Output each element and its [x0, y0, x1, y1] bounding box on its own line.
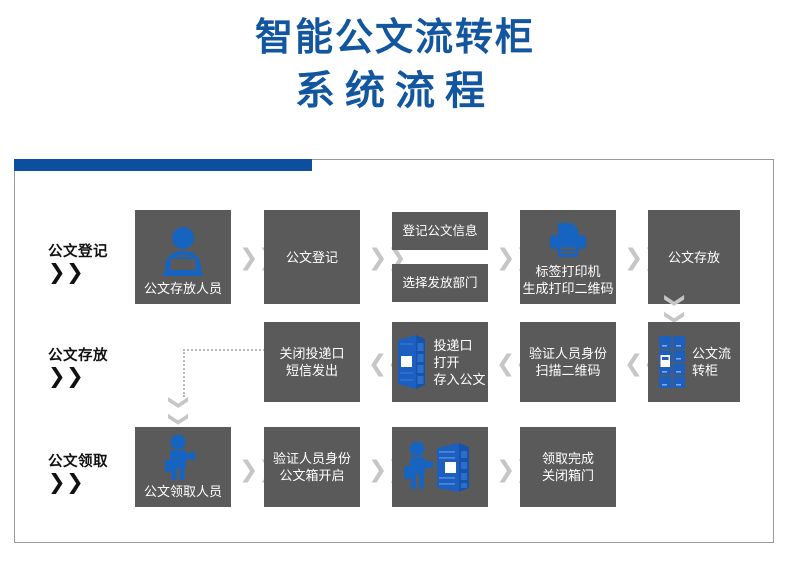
- node-register-doc[interactable]: 公文登记: [264, 210, 360, 304]
- accent-bar: [14, 159, 312, 171]
- person-laptop-icon: [156, 226, 210, 276]
- node-label-printer-caption: 标签打印机 生成打印二维码: [522, 264, 614, 296]
- person-document-icon: [158, 434, 208, 480]
- node-staff-pickup-caption: 公文领取人员: [143, 484, 222, 499]
- title-line-1: 智能公文流转柜: [254, 17, 535, 59]
- arrow-down-row1-to-row2: ❯❯: [664, 292, 686, 326]
- row-label-registration-chevron: ❯❯: [48, 261, 85, 284]
- node-select-dept[interactable]: 选择发放部门: [392, 264, 488, 302]
- node-verify-scan-qr-caption: 验证人员身份 扫描二维码: [528, 346, 607, 378]
- arrow-down-row2-to-row3: ❯❯: [168, 394, 190, 428]
- node-pickup-done-caption: 领取完成 关闭箱门: [541, 451, 594, 483]
- locker-door-icon: [394, 334, 428, 390]
- node-register-info-caption: 登记公文信息: [402, 223, 478, 238]
- row-label-registration-text: 公文登记: [48, 244, 108, 260]
- arrow-r1-2: ❯❯: [368, 244, 407, 270]
- row-label-registration: 公文登记 ❯❯: [48, 240, 108, 283]
- node-verify-open-box[interactable]: 验证人员身份 公文箱开启: [264, 427, 360, 507]
- node-doc-cabinet[interactable]: 公文流 转柜: [648, 322, 740, 402]
- node-doc-storage[interactable]: 公文存放: [648, 210, 740, 304]
- page-title: 智能公文流转柜 系统流程: [0, 14, 790, 116]
- row-label-storage-chevron: ❯❯: [48, 365, 85, 388]
- node-select-dept-caption: 选择发放部门: [402, 275, 478, 290]
- row-label-storage: 公文存放 ❯❯: [48, 344, 108, 387]
- node-slot-open-store[interactable]: 投递口 打开 存入公文: [392, 322, 488, 402]
- node-staff-pickup[interactable]: 公文领取人员: [135, 427, 231, 507]
- row-label-pickup-text: 公文领取: [48, 454, 108, 470]
- node-register-info[interactable]: 登记公文信息: [392, 212, 488, 250]
- node-doc-cabinet-caption: 公文流 转柜: [691, 346, 731, 378]
- row-label-pickup-chevron: ❯❯: [48, 471, 85, 494]
- printer-icon: [545, 220, 591, 260]
- row-label-storage-text: 公文存放: [48, 348, 108, 364]
- node-verify-scan-qr[interactable]: 验证人员身份 扫描二维码: [520, 322, 616, 402]
- node-close-slot-sms-caption: 关闭投递口 短信发出: [279, 346, 345, 378]
- dotted-connector-horizontal: [183, 349, 265, 351]
- title-line-2: 系统流程: [295, 69, 495, 113]
- node-slot-open-store-caption: 投递口 打开 存入公文: [433, 337, 486, 387]
- dotted-connector-vertical: [183, 349, 185, 397]
- node-close-slot-sms[interactable]: 关闭投递口 短信发出: [264, 322, 360, 402]
- node-label-printer[interactable]: 标签打印机 生成打印二维码: [520, 210, 616, 304]
- node-staff-deposit-caption: 公文存放人员: [143, 281, 222, 296]
- row-label-pickup: 公文领取 ❯❯: [48, 450, 108, 493]
- node-register-doc-caption: 公文登记: [285, 249, 338, 265]
- node-person-at-locker[interactable]: [392, 427, 488, 507]
- node-staff-deposit[interactable]: 公文存放人员: [135, 210, 231, 304]
- node-verify-open-box-caption: 验证人员身份 公文箱开启: [272, 451, 351, 483]
- node-pickup-done[interactable]: 领取完成 关闭箱门: [520, 427, 616, 507]
- locker-grid-icon: [657, 334, 687, 390]
- node-doc-storage-caption: 公文存放: [667, 249, 720, 265]
- person-locker-icon: [401, 438, 475, 496]
